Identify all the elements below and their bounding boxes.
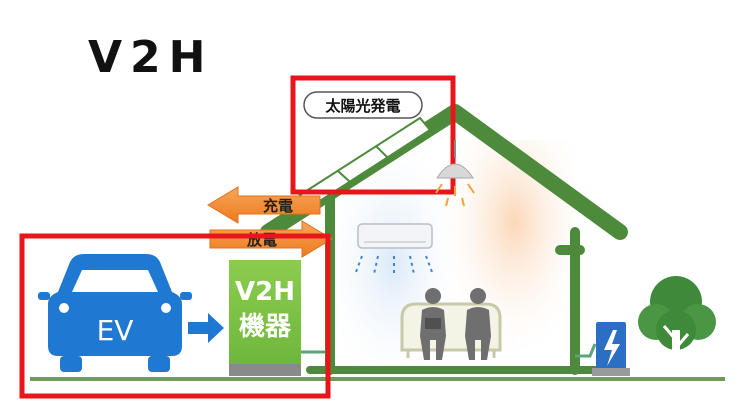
solar-label: 太陽光発電 — [325, 97, 400, 115]
arrow-right-icon — [188, 313, 224, 343]
car-icon: EV — [38, 254, 192, 372]
air-conditioner-icon — [355, 223, 433, 276]
charger-cable — [575, 343, 597, 358]
ev-v2h-highlight-frame — [19, 233, 331, 399]
v2h-device: V2H 機器 — [229, 260, 301, 376]
ev-label: EV — [97, 314, 134, 347]
people-icon — [420, 288, 491, 360]
v2h-label-line2: 機器 — [239, 312, 292, 342]
charge-label: 充電 — [263, 197, 293, 215]
v2h-label-line1: V2H — [235, 277, 295, 307]
tree-icon — [638, 276, 716, 377]
charge-arrow: 充電 — [207, 186, 321, 224]
solar-highlight-frame — [290, 75, 456, 195]
page-title: V2H — [88, 32, 214, 83]
battery-charger-icon — [592, 322, 630, 376]
lightning-icon — [604, 330, 620, 366]
ceiling-lamp-icon — [435, 140, 475, 207]
solar-label-badge: 太陽光発電 — [303, 91, 423, 119]
